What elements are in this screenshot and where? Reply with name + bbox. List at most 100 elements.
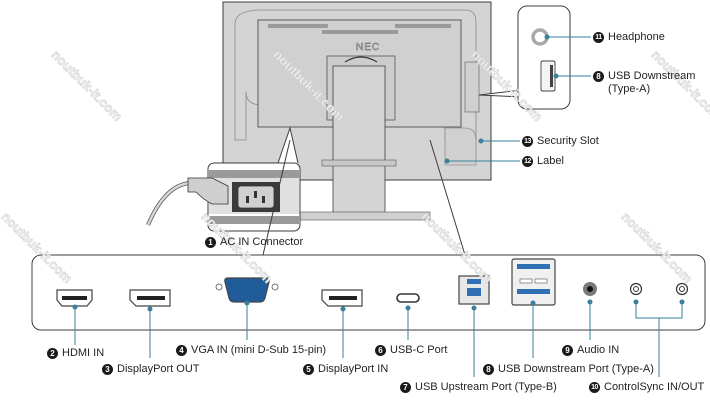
number-badge: 2 <box>47 348 58 359</box>
vent-left <box>268 24 328 28</box>
number-badge: 4 <box>176 345 187 356</box>
ac-pin-center <box>254 191 257 198</box>
ac-in-inset <box>146 126 301 232</box>
controlsync-out-graphic <box>675 282 689 296</box>
stand-clip <box>321 159 397 167</box>
number-badge: 3 <box>102 364 113 375</box>
label-text: Headphone <box>608 31 665 43</box>
side-inset <box>478 5 571 110</box>
usb-a-rear-upper-slot <box>517 264 550 269</box>
number-badge: 6 <box>375 345 386 356</box>
callout-dot-usb-side <box>553 73 559 79</box>
callout-dot-cs-out <box>679 299 685 305</box>
label-text: USB-C Port <box>390 344 448 356</box>
label-usb-c: 6 USB-C Port <box>375 344 447 357</box>
callout-dot-hdmi <box>72 304 78 310</box>
callout-dot-security <box>478 138 484 144</box>
number-badge: 1 <box>205 237 216 248</box>
hdmi-port-slot <box>62 296 87 300</box>
callout-dot-usb-c <box>405 305 411 311</box>
side-inset-frame <box>517 5 571 110</box>
label-text: Security Slot <box>537 135 599 147</box>
side-bulge <box>464 61 480 113</box>
label-text: Audio IN <box>577 344 620 356</box>
stand-base <box>299 211 431 221</box>
vga-screw-left <box>215 283 223 291</box>
label-label: 12 Label <box>522 155 564 168</box>
lower-cover <box>444 127 477 166</box>
panel-pointer-right <box>429 139 466 256</box>
label-text: AC IN Connector <box>220 236 304 248</box>
label-displayport-out: 3 DisplayPort OUT <box>102 363 200 376</box>
label-text: HDMI IN <box>62 347 105 359</box>
power-plug <box>187 177 229 205</box>
number-badge: 5 <box>303 364 314 375</box>
number-badge: 9 <box>562 345 573 356</box>
dp-in-port-slot <box>329 296 357 300</box>
usb-b-blue-top <box>467 279 481 284</box>
label-audio-in: 9 Audio IN <box>562 344 619 357</box>
controlsync-out-inner <box>679 286 685 292</box>
stand-neck <box>332 65 386 217</box>
label-security-slot: 13 Security Slot <box>522 135 599 148</box>
stand-handle <box>344 56 378 63</box>
label-hdmi-in: 2 HDMI IN <box>47 347 104 360</box>
label-displayport-in: 5 DisplayPort IN <box>303 363 388 376</box>
label-usb-downstream-rear: 8 USB Downstream Port (Type-A) <box>483 363 654 376</box>
label-controlsync: 10 ControlSync IN/OUT <box>589 381 704 394</box>
audio-in-jack-hole <box>587 286 593 292</box>
panel-pointer-left <box>262 139 291 256</box>
callout-dot-usb-b <box>471 305 477 311</box>
number-badge: 10 <box>589 382 600 393</box>
usb-a-rear-lower-slot <box>517 289 550 294</box>
callout-dot-vga <box>244 300 250 306</box>
usb-c-port-graphic <box>396 293 420 303</box>
ac-pin-left <box>246 196 249 203</box>
controlsync-in-inner <box>633 286 639 292</box>
callout-dot-dp-out <box>147 306 153 312</box>
usb-a-divider-right <box>534 278 548 284</box>
number-badge: 7 <box>400 382 411 393</box>
number-badge: 12 <box>522 156 533 167</box>
label-text: Label <box>537 155 564 167</box>
vent-right <box>395 24 451 28</box>
label-text: USB Downstream (Type-A) <box>608 70 695 96</box>
ac-inset-band <box>209 170 299 178</box>
label-usb-downstream-side: 8 USB Downstream (Type-A) <box>593 70 695 96</box>
ac-pin-right <box>262 196 265 203</box>
vent-center <box>322 30 398 34</box>
usb-b-blue-bottom <box>467 288 481 296</box>
monitor-rear: NEC <box>222 1 492 221</box>
vga-screw-right <box>271 283 279 291</box>
connector-panel <box>31 139 706 331</box>
callout-dot-usb-a <box>530 300 536 306</box>
ac-inset-bottom <box>209 216 299 224</box>
label-vga-in: 4 VGA IN (mini D-Sub 15-pin) <box>176 344 326 357</box>
usb-a-side-tongue <box>550 65 553 87</box>
usb-a-divider-left <box>519 278 533 284</box>
label-text: DisplayPort IN <box>318 363 389 375</box>
label-text: DisplayPort OUT <box>117 363 200 375</box>
label-usb-upstream: 7 USB Upstream Port (Type-B) <box>400 381 557 394</box>
callout-dot-audio <box>587 299 593 305</box>
callout-dot-dp-in <box>340 306 346 312</box>
label-text: ControlSync IN/OUT <box>604 381 705 393</box>
vga-port-graphic <box>224 277 270 303</box>
callout-dot-headphone <box>544 34 550 40</box>
number-badge: 13 <box>522 136 533 147</box>
label-text-line2: (Type-A) <box>608 83 651 95</box>
label-text: VGA IN (mini D-Sub 15-pin) <box>191 344 327 356</box>
nec-logo: NEC <box>356 42 380 53</box>
label-text: USB Upstream Port (Type-B) <box>415 381 557 393</box>
callout-dot-label <box>444 158 450 164</box>
number-badge: 11 <box>593 32 604 43</box>
label-text-line1: USB Downstream <box>608 70 696 82</box>
callout-lines <box>72 34 685 377</box>
label-ac-in: 1 AC IN Connector <box>205 236 303 249</box>
number-badge: 8 <box>483 364 494 375</box>
label-text: USB Downstream Port (Type-A) <box>498 363 654 375</box>
dp-out-port-slot <box>137 296 165 300</box>
callout-dot-cs-in <box>633 299 639 305</box>
label-headphone: 11 Headphone <box>593 31 665 44</box>
